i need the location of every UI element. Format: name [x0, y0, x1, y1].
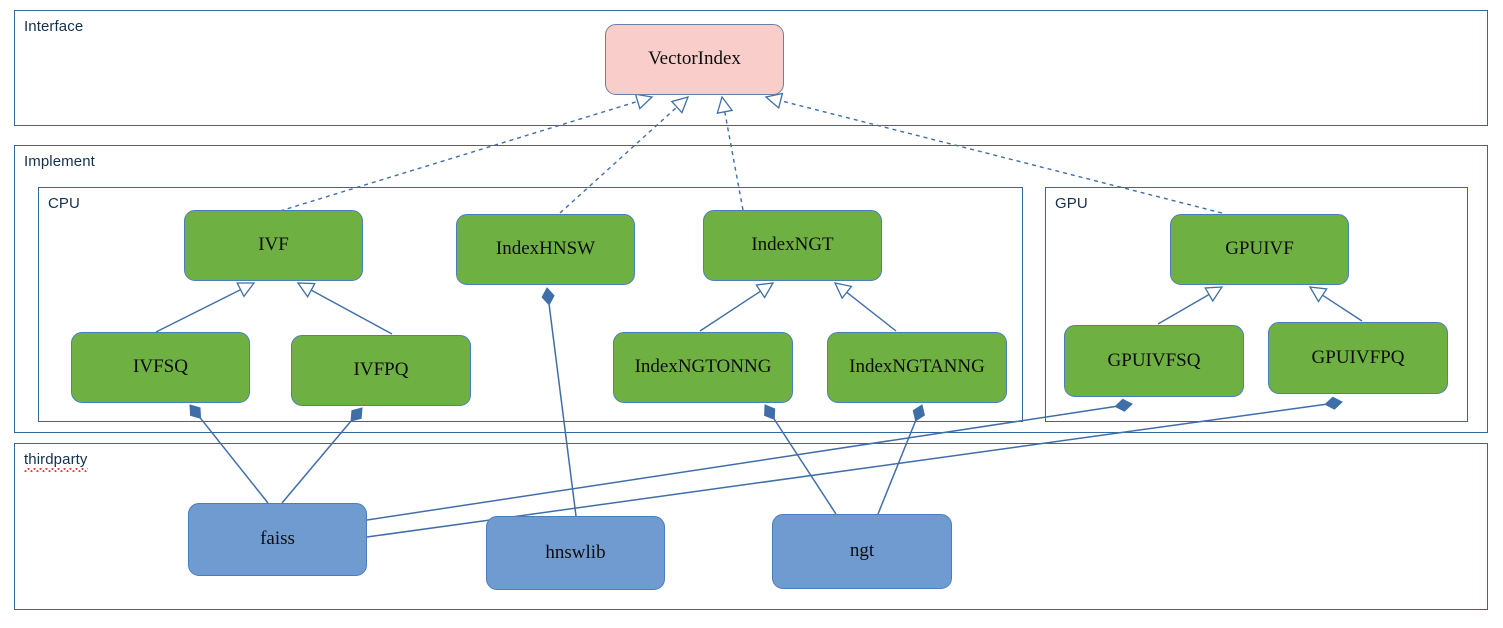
class-node-label: IndexHNSW: [495, 238, 596, 260]
class-node-label: IVF: [258, 234, 289, 256]
class-node-ivfsq[interactable]: IVFSQ: [71, 332, 250, 403]
package-label-implement: Implement: [24, 153, 95, 170]
class-node-ivf[interactable]: IVF: [184, 210, 363, 281]
package-label-cpu: CPU: [48, 195, 80, 212]
class-node-hnswlib[interactable]: hnswlib: [486, 516, 665, 590]
class-node-indexngt[interactable]: IndexNGT: [703, 210, 882, 281]
class-node-label: IVFSQ: [133, 356, 188, 378]
spellcheck-squiggle-icon: [24, 468, 88, 472]
spellcheck-wrapper: thirdparty: [24, 451, 88, 472]
package-label-thirdparty: thirdparty: [24, 451, 88, 472]
package-label-gpu: GPU: [1055, 195, 1088, 212]
class-node-indexngtonng[interactable]: IndexNGTONNG: [613, 332, 793, 403]
class-node-ivfpq[interactable]: IVFPQ: [291, 335, 471, 406]
class-node-label: hnswlib: [545, 541, 606, 563]
class-node-gpuivfsq[interactable]: GPUIVFSQ: [1064, 325, 1244, 397]
class-node-label: IndexNGT: [751, 234, 834, 256]
class-node-label: faiss: [260, 528, 295, 550]
class-node-label: GPUIVF: [1225, 238, 1294, 260]
class-node-vectorindex[interactable]: VectorIndex: [605, 24, 784, 95]
class-node-label: IVFPQ: [353, 359, 409, 381]
class-node-indexhnsw[interactable]: IndexHNSW: [456, 214, 635, 285]
class-node-label: GPUIVFPQ: [1311, 346, 1405, 368]
class-node-label: ngt: [849, 540, 875, 562]
class-node-ngt[interactable]: ngt: [772, 514, 952, 589]
package-interface: [14, 10, 1488, 126]
class-node-gpuivf[interactable]: GPUIVF: [1170, 214, 1349, 285]
class-node-label: GPUIVFSQ: [1107, 349, 1201, 371]
package-label-text-thirdparty: thirdparty: [24, 451, 88, 468]
class-node-label: IndexNGTANNG: [849, 356, 985, 378]
class-node-faiss[interactable]: faiss: [188, 503, 367, 576]
class-node-gpuivfpq[interactable]: GPUIVFPQ: [1268, 322, 1448, 394]
package-label-interface: Interface: [24, 18, 84, 35]
class-node-label: VectorIndex: [648, 48, 741, 70]
class-node-label: IndexNGTONNG: [634, 356, 772, 378]
class-node-indexngtanng[interactable]: IndexNGTANNG: [827, 332, 1007, 403]
